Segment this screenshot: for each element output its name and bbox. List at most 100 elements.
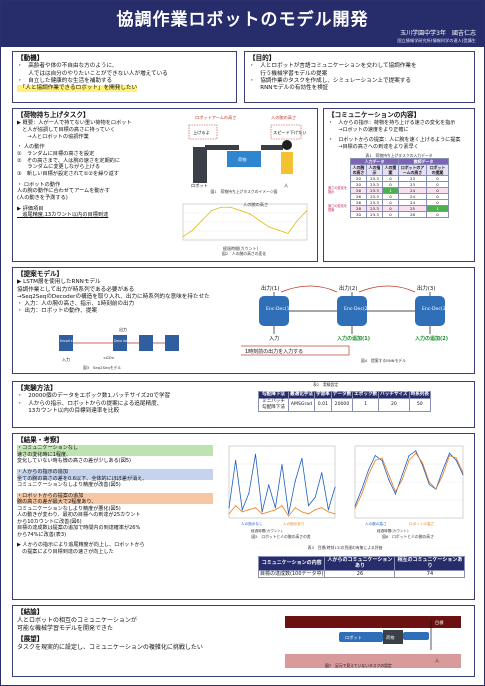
settings-col: 時系列長 [408,391,431,399]
fig7-caption: 図7 足元で見えていないタスクの設定 [325,663,392,668]
data-point [354,505,356,507]
data-point [301,511,303,513]
data-point [220,206,222,208]
data-point [354,507,356,509]
model-line: 協調作業として出力が時系列である必要がある [17,286,135,293]
result-line: ・ロボットからの提案の追加 [17,492,84,499]
table2-caption: 表2 実験設定 [313,382,339,387]
comm-line: ・ ロボットからの提案：人に腕を速く上げるように提案 [328,137,461,144]
data-point [334,486,336,488]
results-heading: 【結果・考察】 [17,436,64,444]
task-line: 人の腕の動作に合わせてアームを動かす [17,188,110,195]
data-point [308,505,309,507]
seq2seq-output: 出力 [119,326,127,332]
settings-col: データ数 [330,391,354,399]
data-point [301,457,303,459]
outlook-heading: 【展望】 [17,634,44,643]
data-point [287,232,289,234]
data-point [321,472,323,474]
data-point [449,452,450,454]
side-label-suggestion: 速さの変化を提案 [328,204,348,212]
rnn-model-diagram: 出力(1) 出力(2) 出力(3) Enc-Dec(1) Enc-Dec(2) … [241,284,448,363]
human-word: 人 [284,183,289,188]
fig5-legend-2: 人の指示あり [283,521,305,526]
fig5-caption: 図5 ロボットと人の腕の高さの差 [251,534,311,539]
data-point [455,457,457,459]
human-arm-label: 人の腕の高さ [271,114,296,121]
result-line: コミュニケーションなしより精度が悪化(図5) [17,505,121,512]
task-illustration: ロボットアームの高さ 人の腕の高さ 上げるよ スピード下げたい ロボット 人 荷… [175,111,313,189]
goal-col: 人からのコミュニケーションあり [324,556,396,571]
model-box: 【提案モデル】 ▶ LSTM層を使用したRNNモデル 協調作業として出力が時系列… [12,267,475,374]
result-line: ・コミュニケーションなし [17,445,79,452]
author: 玉川学園中学3年 國吉仁志 [400,30,476,37]
side-label-instruction: 速さの変化を指示 [328,186,348,194]
motivation-line: ・ 高齢者や体の不自由な方のように、 [17,63,118,70]
method-box: 【実験方法】 ・ 20000個のデータをエポック数1,バッチサイズ20で学習 ・… [12,381,475,428]
result-line: から74%に改善(表3) [17,531,67,538]
fig6-caption: 図6 ロボットと人の腕の高さ [382,534,434,539]
table-col: 人の提案 [382,164,399,177]
poster-title: 協調作業ロボットのモデル開発 [116,10,369,30]
data-point [388,474,390,476]
robot-arm-label: ロボットアームの高さ [195,114,237,121]
motivation-line: 人ではは自分のやりたいことができない人が増えている [17,70,168,77]
task-line: →人とロボットの協調作業 [17,133,89,140]
data-point [334,513,336,515]
rnn-input: 入力 [269,334,279,342]
data-point [261,511,263,513]
data-point [296,219,298,221]
fig2-series-label: 人の腕の高さ [243,201,268,208]
data-point [239,210,241,212]
method-line: 13カウント以内の目標到達率を比較 [17,407,120,414]
task-line: ▶ 評価項目 [17,205,44,212]
conclusion-heading: 【結論】 [17,608,44,616]
data-point [235,459,237,461]
comm-line: ・ 人からの指示：荷物を持ち上げる速さの変化を指示 [328,120,456,127]
settings-row: ミニバッチ勾配降下法 AMSGrad 0.01 20000 1 20 50 [258,397,431,412]
motivation-box: 【動機】 ・ 高齢者や体の不自由な方のように、 人ではは自分のやりたいことができ… [12,51,237,103]
task-line: ランダムに変更しながら上げる [17,164,101,171]
arm-vs-robot-chart: 人の腕の高さ ロボットの高さ 経過時間(カウント) [354,445,464,533]
settings-col: 学習率 [313,391,332,399]
data-point [327,511,329,513]
experiment-settings-table: 勾配降下法 最適化手法 学習率 データ数 エポック数 バッチサイズ 時系列長 ミ… [258,391,431,412]
fig7-target: 目標 [435,619,444,626]
data-point [274,507,276,509]
rnn-cell-2: Enc-Dec(2) [344,306,370,312]
table-col: 人の腕の高さ [350,164,367,177]
data-point [201,219,203,221]
comm-line: →ロボットの速度をより正確に [328,126,409,133]
fig4-caption: 図4 提案するRNNモデル [361,358,406,363]
data-point [281,505,283,507]
data-point [182,236,184,238]
human-speech: スピード下げたい [273,129,307,136]
fig3-caption: 図3 Seq2Seqモデル [83,365,122,370]
height-diff-chart: 人の指示なし 人の指示あり 経過時間(カウント) [228,445,336,533]
go-token: <GO> [103,356,115,360]
rnn-note: 1時刻前の出力を入力する [245,348,303,355]
data-point [241,511,243,513]
data-point [211,210,213,212]
data-point [248,509,250,511]
goal-col: 相互のコミュニケーションあり [394,556,466,571]
data-point [422,464,423,466]
result-line: 人の動きが変わり、最初の目標への到達が25カウント [17,512,141,519]
result-line: から10カウントに改善(図6) [17,518,82,525]
data-point [268,511,270,513]
goal-table: コミュニケーションの内容 人からのコミュニケーションあり 相互のコミュニケーショ… [257,556,466,579]
encoder-label: Encod er [60,339,75,343]
motivation-heading: 【動機】 [17,54,44,62]
result-line: 速さの変化時に1程度、 [17,451,72,458]
rnn-output-2: 出力(2) [339,284,357,292]
settings-col: バッチサイズ [378,391,410,399]
data-point [428,483,430,485]
data-point [255,453,256,455]
model-line: →Seq2SeqのDecoderの構造を取り入れ、出力に時系列的な意味を持たせた [17,293,210,300]
rnn-output-1: 出力(1) [261,284,279,292]
comm-line: →目標の高さへの到達をより素早く [328,143,419,150]
data-point [388,479,390,481]
comm-box: 【コミュニケーションの内容】 ・ 人からの指示：荷物を持ち上げる速さの変化を指示… [323,108,475,262]
